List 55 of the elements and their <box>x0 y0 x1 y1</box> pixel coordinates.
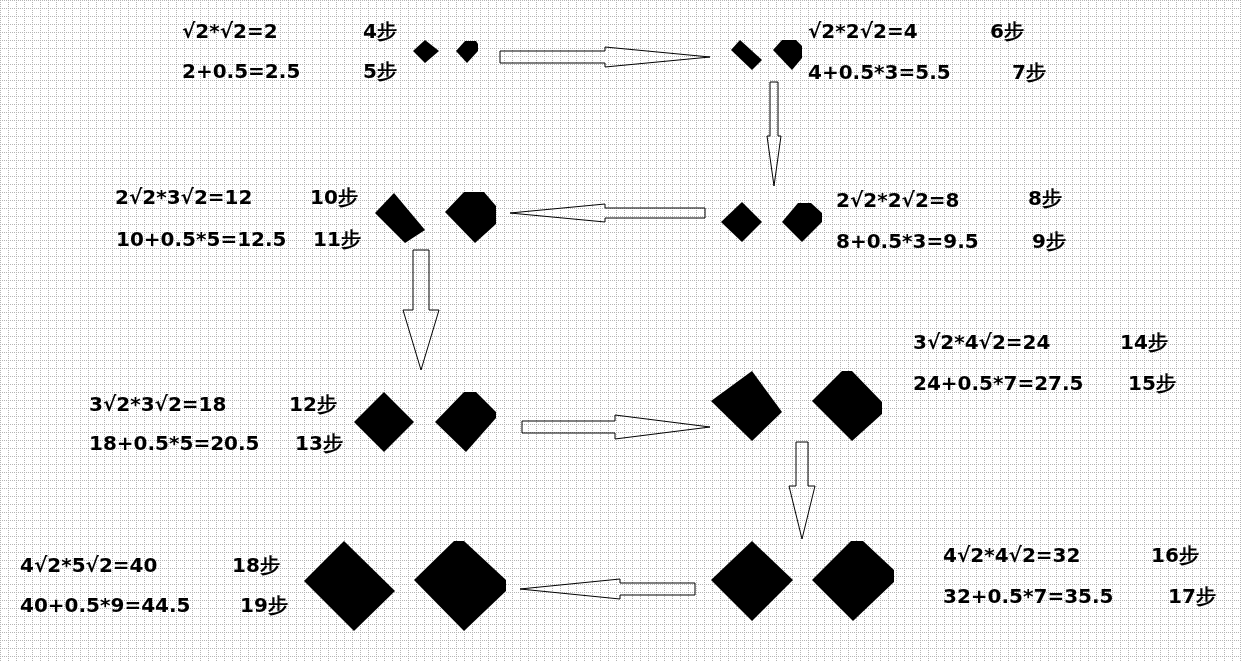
formula-text: 2√2*3√2=12 <box>115 185 253 209</box>
diamond-shape <box>731 40 762 70</box>
block-arrow <box>509 203 706 223</box>
block-arrow <box>788 441 816 540</box>
block-arrow <box>521 414 711 440</box>
diamond-shape <box>375 193 425 243</box>
formula-text: 2+0.5=2.5 <box>182 59 301 83</box>
cut-diamond-shape <box>773 40 802 70</box>
step-label: 15步 <box>1128 371 1176 395</box>
step-label: 6步 <box>990 19 1024 43</box>
step-label: 12步 <box>289 392 337 416</box>
formula-text: 32+0.5*7=35.5 <box>943 584 1114 608</box>
step-label: 5步 <box>363 59 397 83</box>
cut-diamond-shape <box>812 541 894 621</box>
step-label: 19步 <box>240 593 288 617</box>
step-label: 4步 <box>363 19 397 43</box>
formula-text: 24+0.5*7=27.5 <box>913 371 1084 395</box>
formula-text: √2*2√2=4 <box>808 19 918 43</box>
step-label: 11步 <box>313 227 361 251</box>
step-label: 18步 <box>232 553 280 577</box>
cut-diamond-shape <box>812 371 882 441</box>
formula-text: 8+0.5*3=9.5 <box>836 229 979 253</box>
cut-diamond-shape <box>456 41 478 63</box>
step-label: 10步 <box>310 185 358 209</box>
block-arrow <box>499 46 711 68</box>
formula-text: 2√2*2√2=8 <box>836 188 960 212</box>
block-arrow <box>519 578 696 600</box>
cut-diamond-shape <box>782 203 822 242</box>
formula-text: 4√2*5√2=40 <box>20 553 158 577</box>
diamond-shape <box>711 371 782 441</box>
cut-diamond-shape <box>435 392 496 452</box>
formula-text: 40+0.5*9=44.5 <box>20 593 191 617</box>
step-label: 7步 <box>1012 60 1046 84</box>
formula-text: 10+0.5*5=12.5 <box>116 227 287 251</box>
diamond-shape <box>721 202 762 242</box>
cut-diamond-shape <box>414 541 506 631</box>
cut-diamond-shape <box>445 192 496 243</box>
diamond-shape <box>711 541 793 621</box>
formula-text: 4+0.5*3=5.5 <box>808 60 951 84</box>
formula-text: 3√2*3√2=18 <box>89 392 227 416</box>
formula-text: 4√2*4√2=32 <box>943 543 1081 567</box>
step-label: 16步 <box>1151 543 1199 567</box>
step-label: 8步 <box>1028 186 1062 210</box>
diamond-shape <box>413 40 439 63</box>
diamond-shape <box>354 392 414 452</box>
step-label: 13步 <box>295 431 343 455</box>
step-label: 17步 <box>1168 584 1216 608</box>
formula-text: 18+0.5*5=20.5 <box>89 431 260 455</box>
block-arrow <box>766 81 782 187</box>
step-label: 14步 <box>1120 330 1168 354</box>
step-label: 9步 <box>1032 229 1066 253</box>
formula-text: √2*√2=2 <box>182 19 278 43</box>
block-arrow <box>402 249 440 371</box>
formula-text: 3√2*4√2=24 <box>913 330 1051 354</box>
diamond-shape <box>304 541 395 631</box>
